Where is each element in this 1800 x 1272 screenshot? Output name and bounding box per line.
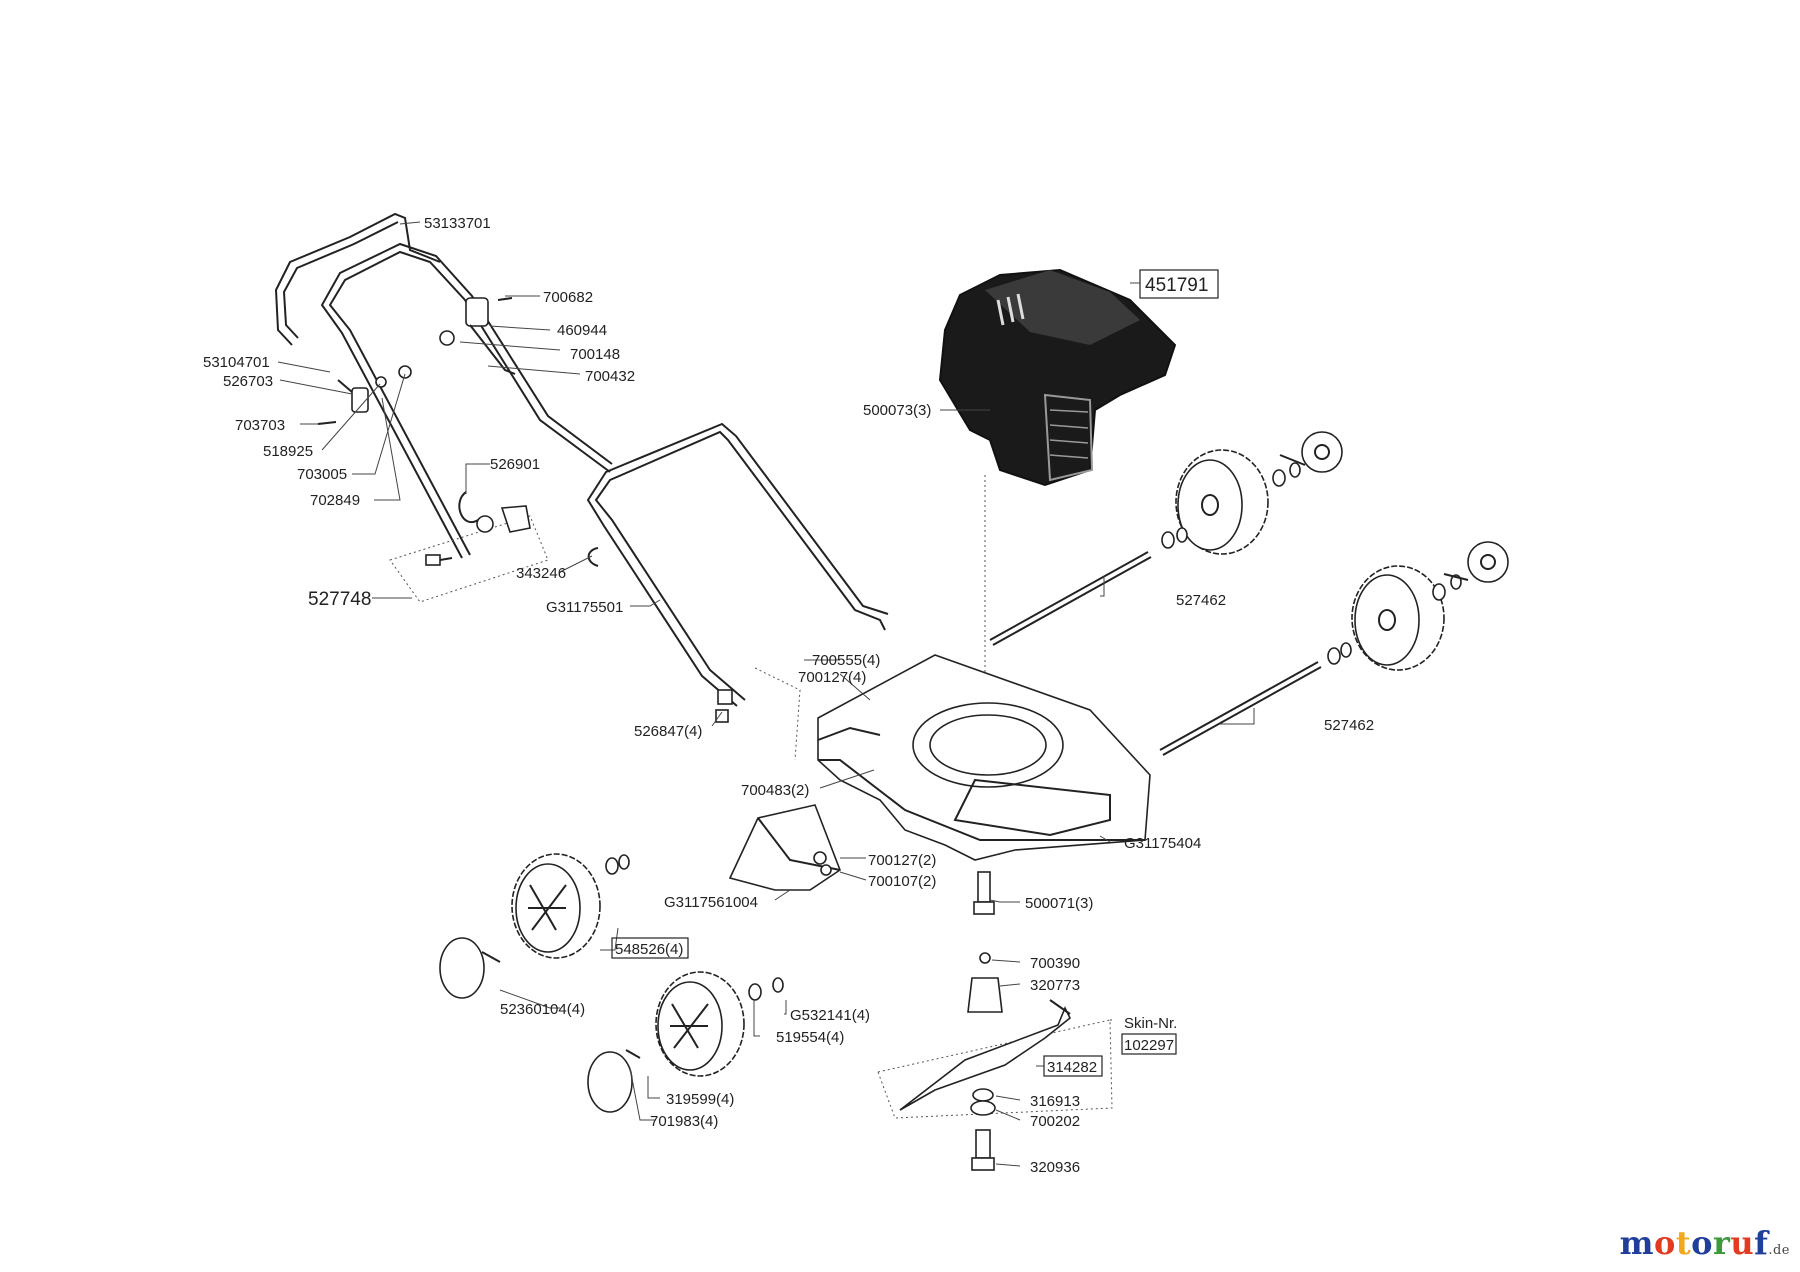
label-701983: 701983(4) [650, 1113, 718, 1130]
blade-part-number-box [1043, 1055, 1103, 1077]
rear-wheel-lower [1351, 541, 1509, 671]
label-703703: 703703 [235, 417, 285, 434]
leader-lines [277, 221, 1255, 1167]
label-500073: 500073(3) [863, 402, 931, 419]
wheel-part-number-box [611, 937, 689, 959]
label-526901: 526901 [490, 456, 540, 473]
label-skin-nr: Skin-Nr. [1124, 1015, 1177, 1032]
label-527462-upper: 527462 [1176, 592, 1226, 609]
label-700390: 700390 [1030, 955, 1080, 972]
label-460944: 460944 [557, 322, 607, 339]
watermark-letter: f [1754, 1224, 1769, 1262]
middle-handle-bar [320, 242, 613, 559]
rear-wheel-upper [1175, 431, 1343, 555]
label-G31175404: G31175404 [1124, 835, 1201, 852]
handle-clip [587, 547, 599, 567]
discharge-flap [728, 804, 841, 891]
label-102297: 102297 [1124, 1037, 1174, 1054]
label-519554: 519554(4) [776, 1029, 844, 1046]
label-700432: 700432 [585, 368, 635, 385]
label-700148: 700148 [570, 346, 620, 363]
label-316913: 316913 [1030, 1093, 1080, 1110]
rear-axles [989, 527, 1352, 756]
skin-number-box [1121, 1033, 1177, 1055]
watermark-letter: o [1653, 1224, 1676, 1262]
label-700682: 700682 [543, 289, 593, 306]
handle-clamp-kit [389, 491, 549, 603]
engine [938, 268, 1177, 487]
handle-knob-assembly [317, 365, 412, 425]
label-700127-top: 700127(4) [798, 669, 866, 686]
watermark-letter: o [1691, 1224, 1713, 1262]
motoruf-watermark-logo: motoruf.de [1620, 1224, 1790, 1262]
label-700555: 700555(4) [812, 652, 880, 669]
label-527748: 527748 [308, 589, 371, 610]
upper-handle-bar [274, 212, 441, 346]
watermark-letter: u [1730, 1224, 1755, 1262]
label-343246: 343246 [516, 565, 566, 582]
label-548526: 548526(4) [615, 941, 683, 958]
label-320936: 320936 [1030, 1159, 1080, 1176]
engine-part-number-box [1139, 269, 1219, 299]
label-700202: 700202 [1030, 1113, 1080, 1130]
label-527462-lower: 527462 [1324, 717, 1374, 734]
cable-lever-assembly [439, 297, 516, 375]
label-700127-bottom: 700127(2) [868, 852, 936, 869]
watermark-letter: r [1712, 1224, 1731, 1262]
lower-handle-bar [586, 422, 889, 707]
label-320773: 320773 [1030, 977, 1080, 994]
label-53133701: 53133701 [424, 215, 491, 232]
label-451791: 451791 [1145, 275, 1208, 296]
label-G3117561004: G3117561004 [664, 894, 758, 911]
watermark-logo-text: motoruf [1620, 1224, 1769, 1262]
label-526703: 526703 [223, 373, 273, 390]
watermark-suffix: .de [1768, 1243, 1790, 1258]
watermark-letter: t [1675, 1224, 1692, 1262]
label-G31175501: G31175501 [546, 599, 623, 616]
label-702849: 702849 [310, 492, 360, 509]
label-314282: 314282 [1047, 1059, 1097, 1076]
label-518925: 518925 [263, 443, 313, 460]
label-52360104: 52360104(4) [500, 1001, 585, 1018]
label-319599: 319599(4) [666, 1091, 734, 1108]
label-703005: 703005 [297, 466, 347, 483]
label-500071: 500071(3) [1025, 895, 1093, 912]
label-G532141: G532141(4) [790, 1007, 870, 1024]
front-wheel-upper [439, 853, 630, 999]
watermark-letter: m [1619, 1224, 1654, 1262]
label-526847: 526847(4) [634, 723, 702, 740]
mower-deck [817, 654, 1151, 861]
blade-assembly [877, 871, 1113, 1171]
label-700107: 700107(2) [868, 873, 936, 890]
label-53104701: 53104701 [203, 354, 270, 371]
front-wheel-lower [587, 971, 784, 1113]
label-700483: 700483(2) [741, 782, 809, 799]
